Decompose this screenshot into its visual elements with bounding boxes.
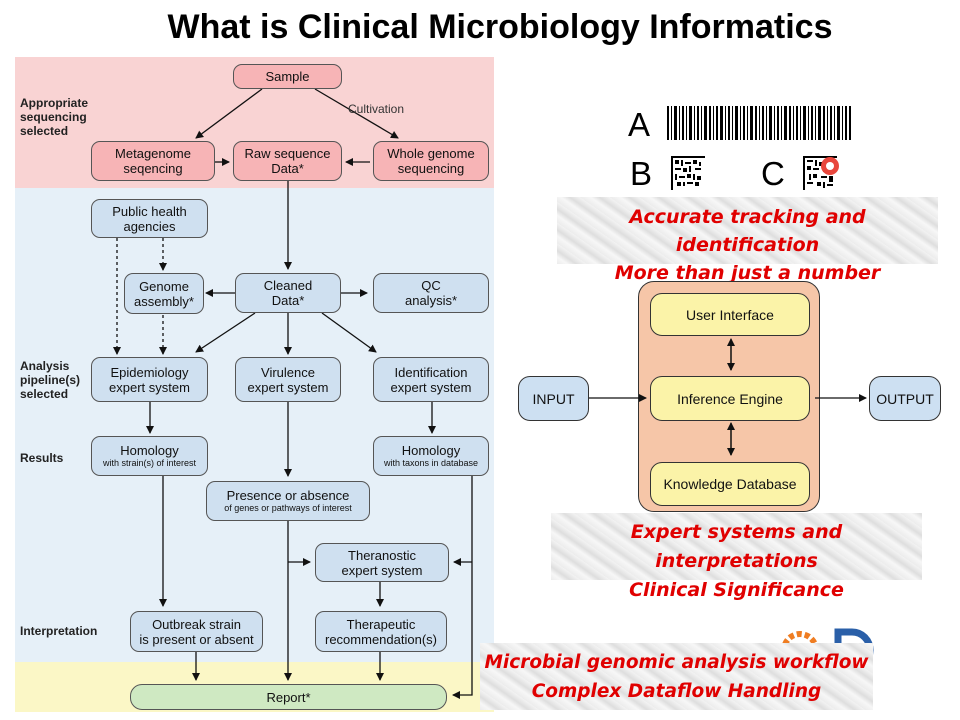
node-epidemiology-line1: Epidemiology (110, 364, 189, 380)
identifiers-caption-line2: More than just a number (614, 262, 881, 284)
node-theranostic-line2: expert system (341, 562, 423, 578)
row-label-results: Results (20, 451, 64, 465)
output-label: OUTPUT (876, 390, 934, 407)
node-epidemiology-line2: expert system (109, 379, 190, 395)
node-whole-genome-line2: sequencing (397, 161, 465, 176)
node-qc-analysis-line1: QC (421, 278, 441, 293)
row-label-sequencing: Appropriate sequencing selected (20, 96, 89, 138)
qr-code-c-image (803, 156, 839, 190)
node-therapeutic-line2: recommendation(s) (325, 631, 437, 647)
inference-engine-label: Inference Engine (677, 390, 783, 407)
row-label-interpretation: Interpretation (20, 624, 98, 638)
inference-engine-box: Inference Engine (650, 376, 810, 421)
page-title: What is Clinical Microbiology Informatic… (167, 8, 833, 46)
node-identification-line2: expert system (390, 379, 472, 395)
output-box: OUTPUT (869, 376, 941, 421)
node-theranostic-line1: Theranostic (348, 547, 416, 563)
qr-code-b-image (671, 156, 705, 190)
knowledge-database-box: Knowledge Database (650, 462, 810, 506)
workflow-caption-line1: Microbial genomic analysis workflow (484, 652, 869, 673)
node-public-health-line1: Public health (112, 203, 187, 219)
node-qc-analysis-line2: analysis* (404, 293, 458, 308)
node-report: Report* (130, 684, 447, 710)
node-whole-genome-line1: Whole genome (387, 146, 475, 161)
node-sample: Sample (233, 64, 342, 89)
node-therapeutic-line1: Therapeutic (346, 616, 416, 632)
label-b: B (630, 155, 653, 192)
node-genome-assembly-line2: assembly* (134, 293, 194, 309)
node-cleaned-data-line2: Data* (271, 293, 305, 308)
workflow-caption: Microbial genomic analysis workflow Comp… (480, 643, 873, 710)
node-outbreak-line2: is present or absent (139, 631, 254, 647)
node-homology-strain-line2: with strain(s) of interest (102, 458, 197, 468)
node-presence-absence-line2: of genes or pathways of interest (224, 503, 352, 513)
node-outbreak-line1: Outbreak strain (152, 616, 241, 632)
input-label: INPUT (532, 390, 575, 407)
input-box: INPUT (518, 376, 589, 421)
node-public-health-line2: agencies (123, 218, 176, 234)
identifiers-caption-line1: Accurate tracking and identification (629, 206, 866, 256)
label-c: C (761, 155, 785, 192)
barcode-image (667, 106, 851, 140)
node-homology-taxon-line2: with taxons in database (383, 458, 479, 468)
expert-system-caption-line1: Expert systems and interpretations (630, 521, 843, 572)
row-label-pipeline: Analysis pipeline(s) selected (20, 359, 81, 401)
node-identification-line1: Identification (394, 364, 468, 380)
user-interface-box: User Interface (650, 293, 810, 336)
node-homology-strain-line1: Homology (120, 443, 179, 458)
cultivation-label: Cultivation (348, 102, 405, 116)
label-a: A (628, 106, 651, 143)
node-metagenome-line1: Metagenome (115, 146, 191, 161)
identifiers-caption: Accurate tracking and identification Mor… (557, 197, 938, 284)
analysis-band (15, 188, 494, 662)
workflow-caption-line2: Complex Dataflow Handling (531, 681, 822, 702)
node-virulence-line1: Virulence (261, 364, 315, 380)
node-genome-assembly-line1: Genome (139, 278, 189, 294)
expert-system-caption-line2: Clinical Significance (629, 579, 844, 601)
node-metagenome-line2: seqencing (123, 161, 183, 176)
node-cleaned-data-line1: Cleaned (263, 278, 313, 293)
node-report-label: Report* (266, 689, 311, 705)
node-raw-sequence-line2: Data* (271, 161, 304, 176)
node-virulence-line2: expert system (247, 379, 329, 395)
expert-system-caption: Expert systems and interpretations Clini… (551, 513, 922, 601)
knowledge-database-label: Knowledge Database (663, 476, 797, 492)
node-sample-label: Sample (265, 69, 310, 84)
user-interface-label: User Interface (686, 306, 774, 323)
node-homology-taxon-line1: Homology (401, 443, 461, 458)
node-raw-sequence-line1: Raw sequence (244, 146, 331, 161)
node-presence-absence-line1: Presence or absence (226, 488, 350, 503)
